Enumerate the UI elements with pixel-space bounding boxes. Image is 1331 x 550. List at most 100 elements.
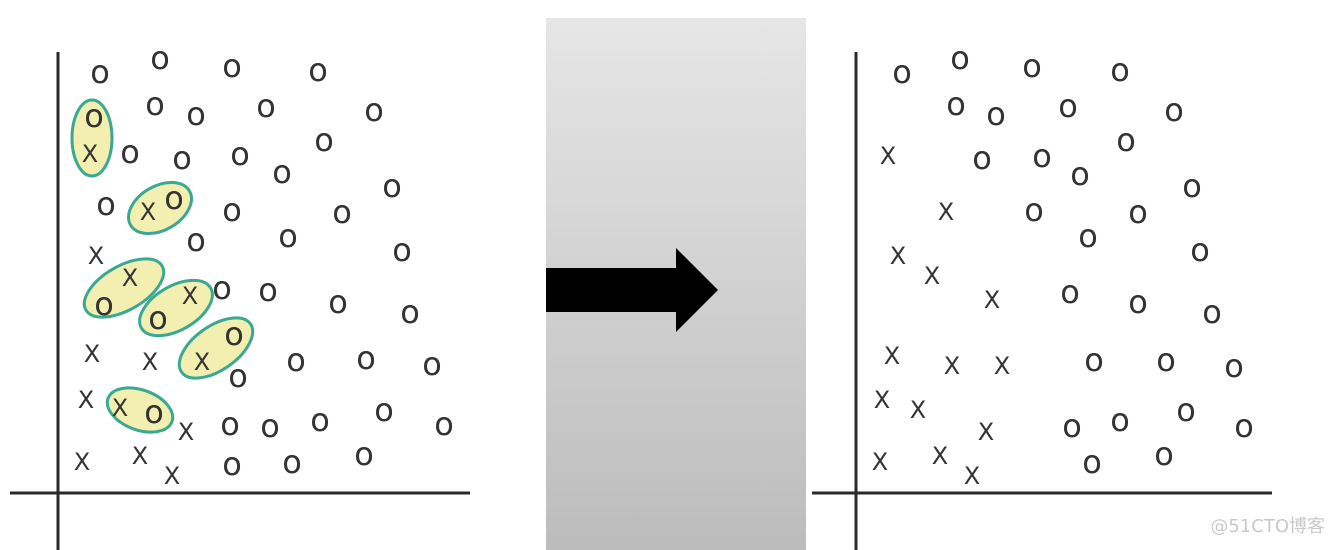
cross-mark: X <box>88 242 104 270</box>
circle-mark: o <box>950 39 970 77</box>
circle-mark: o <box>374 391 394 429</box>
circle-mark: o <box>220 405 240 443</box>
circle-mark: o <box>1110 51 1130 89</box>
cross-mark: X <box>82 140 98 168</box>
highlight-ellipse <box>177 316 255 380</box>
cross-mark: X <box>872 448 888 476</box>
circle-mark: o <box>1070 155 1090 193</box>
circle-mark: o <box>1032 137 1052 175</box>
circle-mark: o <box>1190 231 1210 269</box>
cross-mark: X <box>874 386 890 414</box>
circle-mark: o <box>145 85 165 123</box>
circle-mark: o <box>946 85 966 123</box>
circle-mark: o <box>1058 87 1078 125</box>
circle-mark: o <box>1082 443 1102 481</box>
highlight-ellipse <box>82 257 166 319</box>
circle-mark: o <box>400 293 420 331</box>
cross-mark: X <box>994 352 1010 380</box>
highlight-ellipse <box>127 180 193 236</box>
circle-mark: o <box>972 139 992 177</box>
cross-mark: X <box>984 286 1000 314</box>
cross-mark: X <box>964 462 980 490</box>
cross-mark: X <box>194 348 210 376</box>
cross-mark: X <box>938 198 954 226</box>
cross-mark: X <box>182 282 198 310</box>
circle-mark: o <box>986 95 1006 133</box>
circle-mark: o <box>1060 273 1080 311</box>
circle-mark: o <box>120 133 140 171</box>
cross-mark: X <box>78 386 94 414</box>
circle-mark: o <box>1110 401 1130 439</box>
circle-mark: o <box>1022 47 1042 85</box>
circle-mark: o <box>1202 293 1222 331</box>
cross-mark: X <box>978 418 994 446</box>
circle-mark: o <box>96 185 116 223</box>
circle-mark: o <box>364 91 384 129</box>
highlight-ellipse <box>70 98 114 178</box>
circle-mark: o <box>332 193 352 231</box>
circle-mark: o <box>272 153 292 191</box>
circle-mark: o <box>258 271 278 309</box>
circle-mark: o <box>94 285 114 323</box>
cross-mark: X <box>178 418 194 446</box>
right-arrow-icon <box>546 248 718 332</box>
highlight-ellipse <box>138 278 214 338</box>
circle-mark: o <box>228 357 248 395</box>
circle-mark: o <box>90 53 110 91</box>
circle-mark: o <box>186 95 206 133</box>
highlight-ellipses <box>70 98 255 434</box>
circle-mark: o <box>144 393 164 431</box>
circle-mark: o <box>278 217 298 255</box>
right-plot-axes <box>812 52 1272 550</box>
circle-mark: o <box>222 191 242 229</box>
circle-mark: o <box>356 339 376 377</box>
circle-mark: o <box>310 401 330 439</box>
circle-mark: o <box>222 47 242 85</box>
circle-mark: o <box>314 121 334 159</box>
circle-mark: o <box>282 443 302 481</box>
circle-mark: o <box>1176 391 1196 429</box>
cross-mark: X <box>112 394 128 422</box>
cross-mark: X <box>932 442 948 470</box>
circle-mark: o <box>260 407 280 445</box>
circle-mark: o <box>392 231 412 269</box>
circle-mark: o <box>286 341 306 379</box>
cross-mark: X <box>910 396 926 424</box>
circle-mark: o <box>382 167 402 205</box>
cross-mark: X <box>890 242 906 270</box>
circle-mark: o <box>1234 407 1254 445</box>
circle-mark: o <box>84 97 104 135</box>
circle-mark: o <box>1062 407 1082 445</box>
cross-mark: X <box>142 348 158 376</box>
circle-mark: o <box>1182 167 1202 205</box>
circle-mark: o <box>222 445 242 483</box>
circle-mark: o <box>1224 347 1244 385</box>
circle-mark: o <box>230 135 250 173</box>
circle-mark: o <box>150 39 170 77</box>
circle-mark: o <box>224 315 244 353</box>
circle-mark: o <box>1154 435 1174 473</box>
circle-mark: o <box>186 221 206 259</box>
watermark: @51CTO博客 <box>1210 516 1325 537</box>
circle-mark: o <box>354 435 374 473</box>
circle-mark: o <box>148 299 168 337</box>
highlight-ellipse <box>105 386 175 434</box>
cross-mark: X <box>884 342 900 370</box>
cross-mark: X <box>74 448 90 476</box>
circle-mark: o <box>1116 121 1136 159</box>
cross-mark: X <box>164 462 180 490</box>
circle-mark: o <box>212 269 232 307</box>
circle-mark: o <box>328 283 348 321</box>
cross-mark: X <box>944 352 960 380</box>
circle-mark: o <box>172 139 192 177</box>
circle-mark: o <box>1128 283 1148 321</box>
circle-mark: o <box>256 87 276 125</box>
cross-mark: X <box>132 442 148 470</box>
cross-mark: X <box>924 262 940 290</box>
circle-mark: o <box>1024 191 1044 229</box>
circle-mark: o <box>164 179 184 217</box>
